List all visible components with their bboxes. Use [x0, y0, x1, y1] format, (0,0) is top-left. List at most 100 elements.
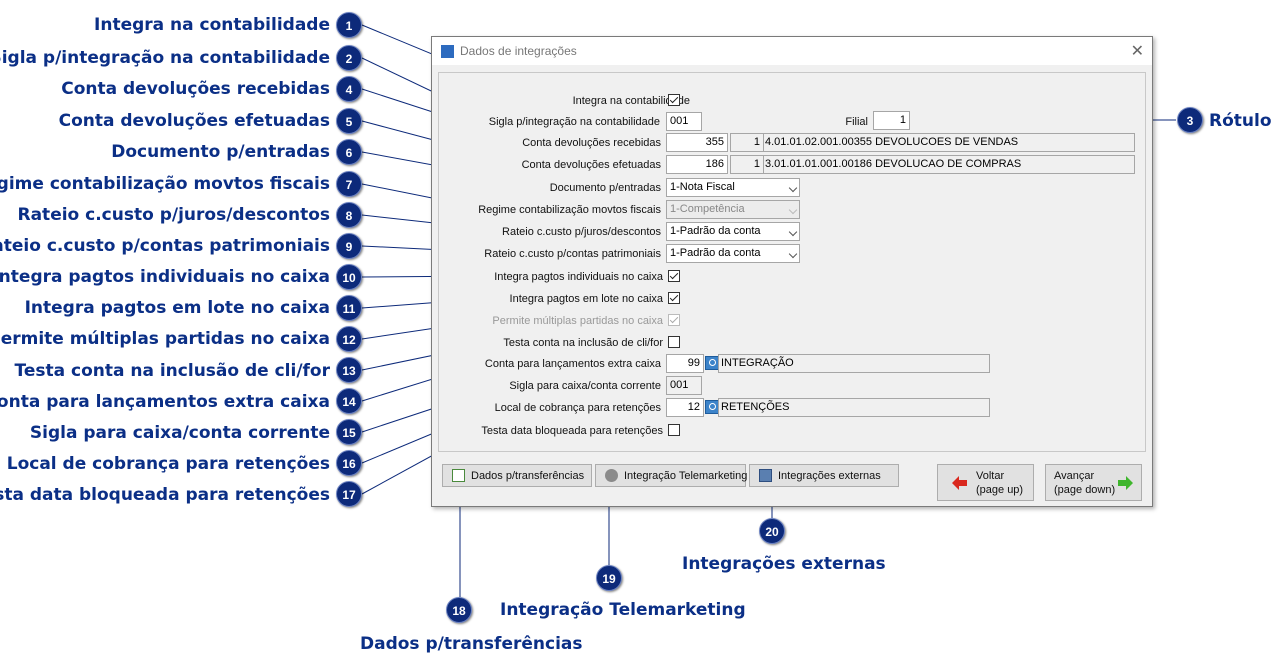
sigla-integracao-label: Sigla p/integração na contabilidade	[488, 116, 660, 128]
callout-sigla-caixa: Sigla para caixa/conta corrente	[29, 423, 330, 443]
arrow-right-icon	[1118, 476, 1133, 490]
local-cobranca-input[interactable]: 12	[666, 398, 704, 417]
callout-documento-entradas: Documento p/entradas	[111, 142, 330, 162]
sigla-caixa-input: 001	[666, 376, 702, 395]
regime-value: 1-Competência	[670, 203, 745, 215]
callout-integracoes-externas: Integrações externas	[682, 554, 886, 574]
chevron-down-icon	[788, 205, 798, 215]
badge-7: 7	[336, 171, 362, 197]
avancar-button[interactable]: Avançar(page down)	[1045, 464, 1142, 501]
multiplas-partidas-checkbox	[668, 314, 680, 326]
chevron-down-icon	[788, 183, 798, 193]
filial-label: Filial	[845, 116, 868, 128]
conta-dev-recebidas-input[interactable]: 355	[666, 133, 728, 152]
callout-pagtos-lote: Integra pagtos em lote no caixa	[24, 298, 330, 318]
integra-contabilidade-label: Integra na contabilidade	[572, 95, 690, 107]
rateio-patrimoniais-label: Rateio c.custo p/contas patrimoniais	[484, 248, 661, 260]
arrow-left-icon	[952, 476, 967, 490]
callout-conta-extra-caixa: Conta para lançamentos extra caixa	[0, 392, 330, 412]
badge-17: 17	[336, 481, 362, 507]
documento-entradas-label: Documento p/entradas	[549, 182, 661, 194]
badge-15: 15	[336, 419, 362, 445]
testa-data-checkbox[interactable]	[668, 424, 680, 436]
local-cobranca-descricao: RETENÇÕES	[718, 398, 990, 417]
callout-dados-transferencias: Dados p/transferências	[360, 634, 583, 654]
sigla-integracao-input[interactable]: 001	[666, 112, 702, 131]
integra-contabilidade-checkbox[interactable]	[668, 94, 680, 106]
conta-dev-efetuadas-digito: 1	[730, 155, 764, 174]
rateio-patrimoniais-value: 1-Padrão da conta	[670, 247, 761, 259]
voltar-hint: (page up)	[976, 484, 1024, 496]
badge-3: 3	[1177, 107, 1203, 133]
pagtos-lote-checkbox[interactable]	[668, 292, 680, 304]
close-icon[interactable]: ✕	[1130, 43, 1144, 60]
testa-conta-label: Testa conta na inclusão de cli/for	[503, 337, 663, 349]
voltar-label: Voltar	[976, 470, 1005, 482]
dados-integracoes-dialog: Dados de integrações ✕ Integra na contab…	[431, 36, 1153, 507]
conta-dev-recebidas-digito: 1	[730, 133, 764, 152]
phone-icon	[605, 469, 618, 482]
chevron-down-icon	[788, 249, 798, 259]
badge-2: 2	[336, 45, 362, 71]
conta-extra-caixa-descricao: INTEGRAÇÃO	[718, 354, 990, 373]
testa-data-label: Testa data bloqueada para retenções	[481, 425, 663, 437]
badge-8: 8	[336, 202, 362, 228]
conta-extra-caixa-label: Conta para lançamentos extra caixa	[484, 358, 661, 370]
app-icon	[441, 45, 454, 58]
search-icon[interactable]	[705, 400, 719, 414]
callout-pagtos-individuais: Integra pagtos individuais no caixa	[0, 267, 330, 287]
callout-integra-contabilidade: Integra na contabilidade	[94, 15, 330, 35]
conta-dev-efetuadas-descricao: 3.01.01.01.001.00186 DEVOLUCAO DE COMPRA…	[763, 155, 1135, 174]
document-icon	[452, 469, 465, 482]
regime-select: 1-Competência	[666, 200, 800, 219]
local-cobranca-label: Local de cobrança para retenções	[494, 402, 661, 414]
badge-9: 9	[336, 233, 362, 259]
callout-multiplas-partidas: Permite múltiplas partidas no caixa	[0, 329, 330, 349]
sigla-caixa-label: Sigla para caixa/conta corrente	[509, 380, 661, 392]
badge-4: 4	[336, 76, 362, 102]
regime-label: Regime contabilização movtos fiscais	[478, 204, 661, 216]
callout-integracao-telemarketing: Integração Telemarketing	[500, 600, 746, 620]
chevron-down-icon	[788, 227, 798, 237]
conta-dev-recebidas-descricao: 4.01.01.02.001.00355 DEVOLUCOES DE VENDA…	[763, 133, 1135, 152]
callout-rateio-juros: Rateio c.custo p/juros/descontos	[17, 205, 331, 225]
pagtos-individuais-label: Integra pagtos individuais no caixa	[494, 271, 663, 283]
badge-5: 5	[336, 108, 362, 134]
badge-19: 19	[596, 565, 622, 591]
pagtos-individuais-checkbox[interactable]	[668, 270, 680, 282]
callout-testa-data: Testa data bloqueada para retenções	[0, 485, 330, 505]
rateio-juros-value: 1-Padrão da conta	[670, 225, 761, 237]
callout-local-cobranca: Local de cobrança para retenções	[6, 454, 330, 474]
badge-14: 14	[336, 388, 362, 414]
dados-transferencias-button[interactable]: Dados p/transferências	[442, 464, 592, 487]
badge-11: 11	[336, 295, 362, 321]
voltar-button[interactable]: Voltar (page up)	[937, 464, 1034, 501]
conta-extra-caixa-input[interactable]: 99	[666, 354, 704, 373]
badge-13: 13	[336, 357, 362, 383]
badge-6: 6	[336, 139, 362, 165]
filial-input[interactable]: 1	[873, 111, 910, 130]
callout-rateio-patrimoniais: Rateio c.custo p/contas patrimoniais	[0, 236, 330, 256]
rateio-patrimoniais-select[interactable]: 1-Padrão da conta	[666, 244, 800, 263]
badge-20: 20	[759, 518, 785, 544]
multiplas-partidas-label: Permite múltiplas partidas no caixa	[492, 315, 663, 327]
pagtos-lote-label: Integra pagtos em lote no caixa	[509, 293, 663, 305]
dialog-title: Dados de integrações	[460, 44, 577, 58]
badge-16: 16	[336, 450, 362, 476]
form-panel	[438, 72, 1146, 452]
callout-regime: Regime contabilização movtos fiscais	[0, 174, 330, 194]
integracao-telemarketing-button[interactable]: Integração Telemarketing	[595, 464, 747, 487]
integracoes-externas-button[interactable]: Integrações externas	[749, 464, 899, 487]
badge-18: 18	[446, 597, 472, 623]
documento-entradas-select[interactable]: 1-Nota Fiscal	[666, 178, 800, 197]
testa-conta-checkbox[interactable]	[668, 336, 680, 348]
dialog-titlebar: Dados de integrações ✕	[432, 37, 1152, 65]
rateio-juros-select[interactable]: 1-Padrão da conta	[666, 222, 800, 241]
avancar-hint: (page down)	[1054, 484, 1116, 496]
conta-dev-recebidas-label: Conta devoluções recebidas	[522, 137, 661, 149]
search-icon[interactable]	[705, 356, 719, 370]
conta-dev-efetuadas-input[interactable]: 186	[666, 155, 728, 174]
callout-sigla-integracao: Sigla p/integração na contabilidade	[0, 48, 330, 68]
callout-rotulo: Rótulo	[1209, 111, 1272, 131]
badge-10: 10	[336, 264, 362, 290]
